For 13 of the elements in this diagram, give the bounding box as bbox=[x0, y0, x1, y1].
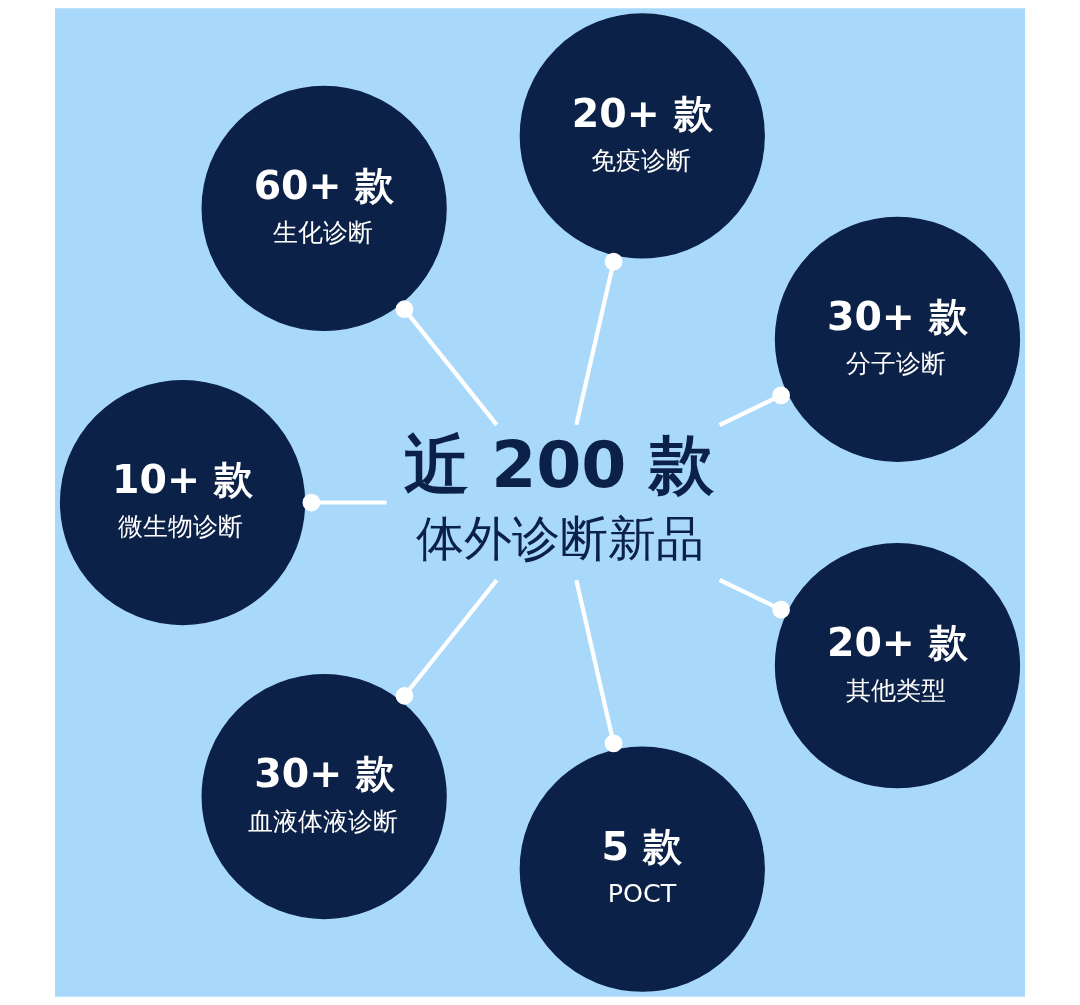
node-text: 近 200 款 体外诊断新品 bbox=[403, 426, 715, 566]
node-circle: 20+ 款 免疫诊断 bbox=[519, 13, 765, 259]
connector bbox=[718, 578, 790, 619]
connector bbox=[574, 579, 623, 753]
connector bbox=[395, 578, 499, 705]
connector bbox=[395, 300, 499, 427]
node-circle: 30+ 款 血液体液诊断 bbox=[201, 673, 447, 920]
node-circle: 5 款 POCT bbox=[519, 746, 765, 992]
connector bbox=[574, 252, 623, 426]
connector bbox=[718, 386, 790, 427]
node-circle: 60+ 款 生化诊断 bbox=[201, 85, 447, 332]
node-circle: 10+ 款 微生物诊断 bbox=[59, 379, 306, 626]
connector bbox=[302, 493, 387, 512]
